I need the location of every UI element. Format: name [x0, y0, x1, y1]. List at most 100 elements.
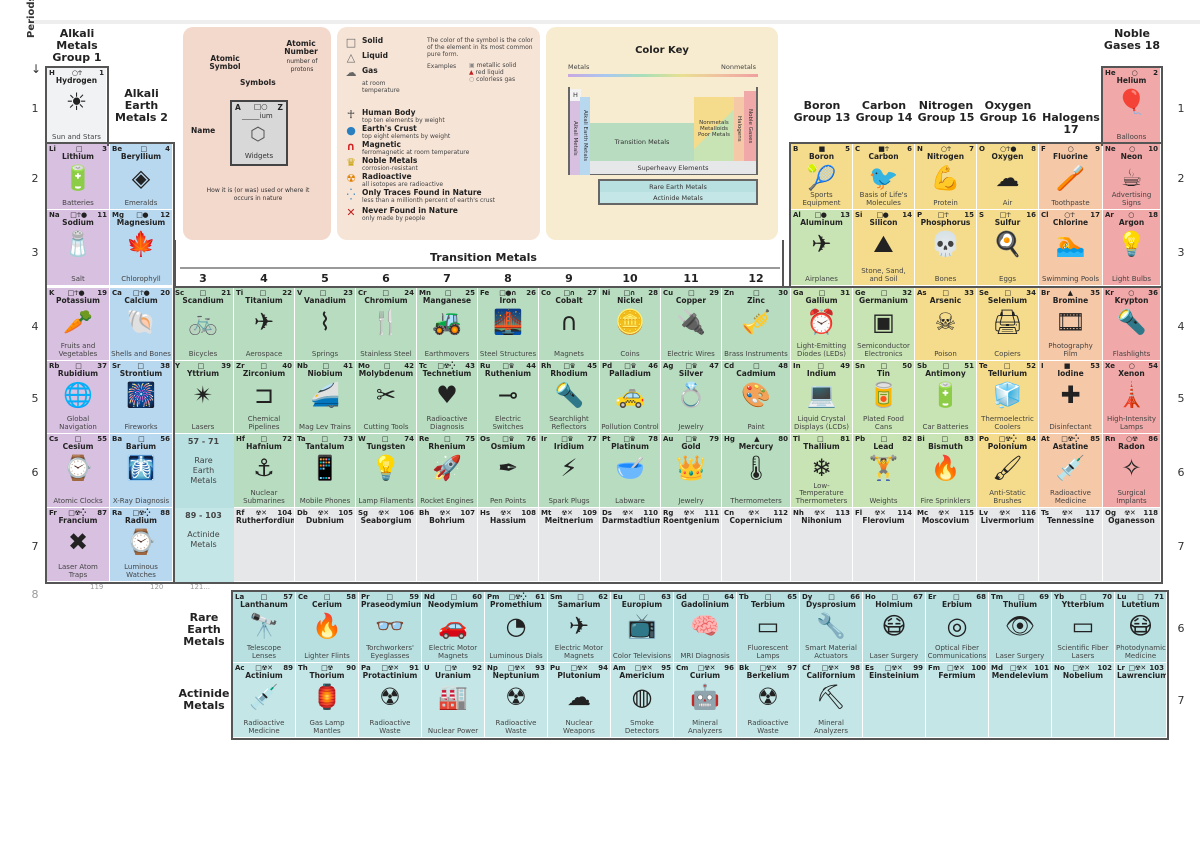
rare-earth-placeholder[interactable]: 57 - 71 Rare Earth Metals: [173, 434, 234, 508]
